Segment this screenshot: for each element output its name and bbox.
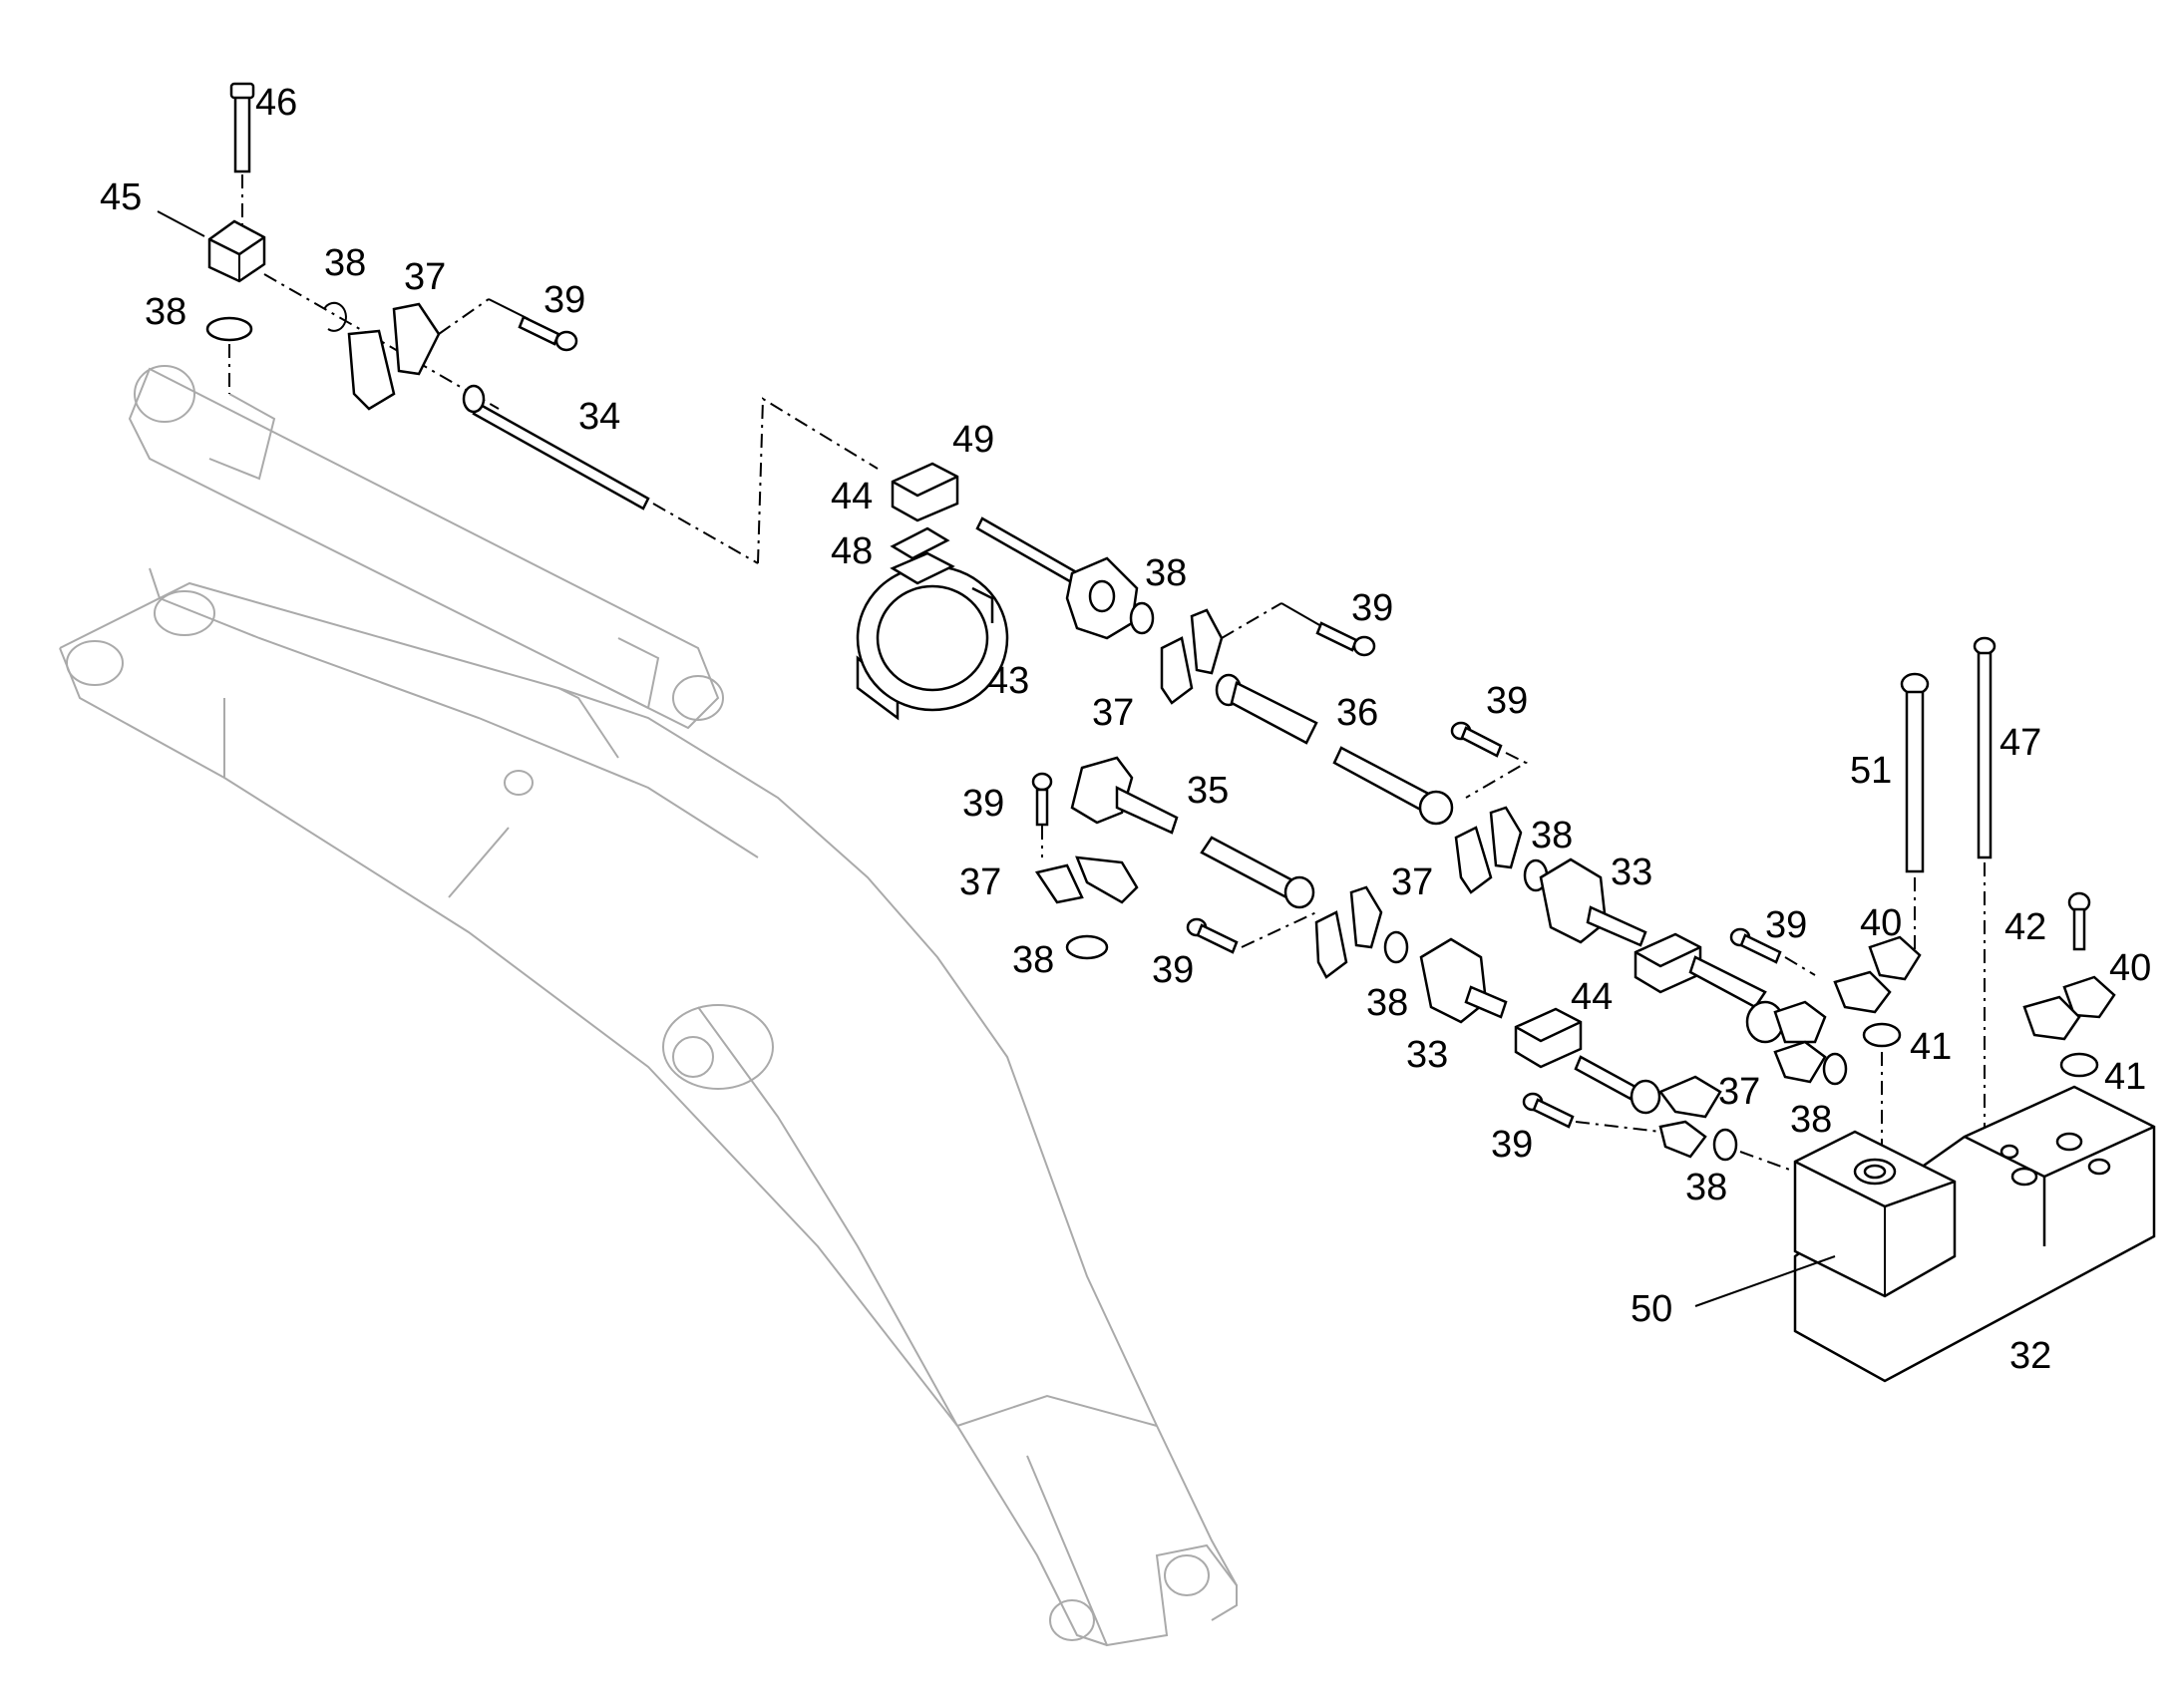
- boom-arm: [59, 567, 1238, 1647]
- valve-block-32: [1793, 1085, 2156, 1383]
- label-39: 39: [1765, 904, 1807, 946]
- label-38: 38: [1012, 939, 1054, 981]
- label-43: 43: [987, 660, 1029, 702]
- o-ring-38d: [1065, 934, 1109, 960]
- label-38: 38: [1685, 1167, 1727, 1208]
- label-38: 38: [324, 242, 366, 284]
- hose-36: [1215, 673, 1454, 826]
- label-34: 34: [578, 396, 620, 438]
- label-38: 38: [1790, 1099, 1832, 1141]
- label-39: 39: [1152, 949, 1194, 991]
- snap-ring-38b: [323, 301, 347, 332]
- valve-block-50: [1793, 1130, 1957, 1298]
- label-39: 39: [1351, 587, 1393, 629]
- label-40: 40: [2109, 947, 2151, 989]
- valve-block-45: [207, 219, 266, 283]
- label-47: 47: [1999, 722, 2041, 764]
- label-37: 37: [1391, 861, 1433, 903]
- bolt-51: [1900, 672, 1930, 873]
- clamp-block-44a: [891, 462, 959, 522]
- bolt-39e: [1186, 917, 1239, 954]
- label-37: 37: [1718, 1071, 1760, 1113]
- flange-half-37a: [347, 302, 441, 411]
- o-ring-38c: [1129, 601, 1155, 635]
- label-37: 37: [959, 861, 1001, 903]
- o-ring-41a: [1862, 1022, 1902, 1048]
- label-45: 45: [100, 176, 142, 218]
- label-38: 38: [1145, 552, 1187, 594]
- label-50: 50: [1631, 1288, 1672, 1330]
- o-ring-41b: [2059, 1052, 2099, 1078]
- label-41: 41: [2104, 1056, 2146, 1098]
- label-44: 44: [831, 476, 873, 517]
- label-42: 42: [2004, 906, 2046, 948]
- flange-33b: [1419, 937, 1508, 1024]
- o-ring-38a: [205, 316, 253, 342]
- label-51: 51: [1850, 750, 1892, 792]
- o-ring-38g: [1822, 1052, 1848, 1086]
- bolt-39c: [1450, 721, 1503, 758]
- label-39: 39: [1486, 680, 1528, 722]
- label-38: 38: [1531, 815, 1573, 856]
- hose-35: [1070, 756, 1315, 909]
- label-36: 36: [1336, 692, 1378, 734]
- flange-half-37b: [1160, 608, 1224, 705]
- bolt-47: [1973, 636, 1997, 859]
- label-38: 38: [145, 291, 186, 333]
- flange-half-37e: [1658, 1075, 1722, 1159]
- flange-half-37d: [1454, 806, 1523, 894]
- bolt-39d: [1031, 772, 1053, 827]
- label-37: 37: [1092, 692, 1134, 734]
- bolt-39a: [518, 315, 578, 352]
- label-46: 46: [255, 82, 297, 124]
- label-35: 35: [1187, 770, 1229, 812]
- pipe-34: [462, 384, 650, 511]
- flange-half-37-mid: [1314, 885, 1383, 979]
- clamp-block-44b-lower: [1514, 1007, 1661, 1115]
- label-48: 48: [831, 530, 873, 572]
- label-38: 38: [1366, 982, 1408, 1024]
- bolt-39g: [1522, 1092, 1575, 1129]
- label-40: 40: [1860, 902, 1902, 944]
- flange-half-40b: [2022, 975, 2116, 1041]
- label-39: 39: [1491, 1124, 1533, 1166]
- hydraulic-cylinder: [128, 365, 724, 730]
- bolt-42: [2067, 891, 2091, 951]
- flange-half-upper-right: [1773, 1000, 1827, 1084]
- label-32: 32: [2009, 1335, 2051, 1377]
- clamp-ring-43: [856, 551, 1009, 721]
- label-44: 44: [1571, 976, 1613, 1018]
- o-ring-38h: [1712, 1128, 1738, 1162]
- label-33: 33: [1406, 1034, 1448, 1076]
- pipe-flange-49: [975, 516, 1139, 640]
- label-37: 37: [404, 256, 446, 298]
- plate-48: [890, 526, 950, 560]
- label-41: 41: [1910, 1026, 1952, 1068]
- o-ring-38f: [1383, 930, 1409, 964]
- label-49: 49: [952, 419, 994, 461]
- flange-half-40a: [1833, 935, 1922, 1014]
- callout-labels: 46 45 38 38 37 39 34 49 44 48 38 39 43 3…: [100, 82, 2151, 1377]
- flange-33a: [1539, 857, 1647, 947]
- bolt-46: [229, 82, 255, 173]
- label-33: 33: [1611, 852, 1652, 893]
- label-39: 39: [962, 783, 1004, 825]
- flange-half-37c: [1034, 855, 1139, 904]
- bolt-39b: [1315, 621, 1376, 657]
- bolt-39f: [1729, 927, 1782, 964]
- label-39: 39: [544, 279, 585, 321]
